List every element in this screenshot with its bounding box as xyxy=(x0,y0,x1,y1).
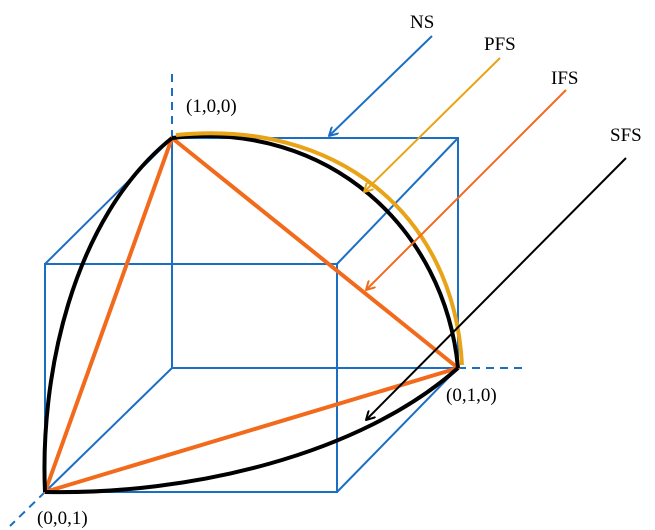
sfs-arrow xyxy=(366,157,627,420)
vertex-label-001: (0,0,1) xyxy=(37,508,88,529)
vertex-label-100: (1,0,0) xyxy=(186,96,237,117)
vertex-label-010: (0,1,0) xyxy=(446,385,497,406)
cube-edge-top-right xyxy=(336,137,459,265)
cube-edge-bottom-left xyxy=(44,367,173,493)
sfs-curve-top xyxy=(171,134,460,369)
ns-label: NS xyxy=(410,12,434,33)
axes xyxy=(9,74,525,527)
ifs-label: IFS xyxy=(551,68,578,89)
pfs-label: PFS xyxy=(484,34,516,55)
ifs-triangle xyxy=(43,136,460,494)
sfs-label: SFS xyxy=(610,125,642,146)
pfs-arrow xyxy=(364,57,501,192)
pfs-arc xyxy=(175,131,464,366)
cube-edge-bottom-right xyxy=(336,367,459,493)
sfs-curve-left xyxy=(42,136,174,493)
ifs-triangle-edges xyxy=(43,136,460,494)
ns-arrow xyxy=(329,35,433,136)
sfs-curve-bottom xyxy=(44,366,460,495)
sfs-boundary xyxy=(42,134,460,495)
ifs-arrow xyxy=(366,89,567,290)
